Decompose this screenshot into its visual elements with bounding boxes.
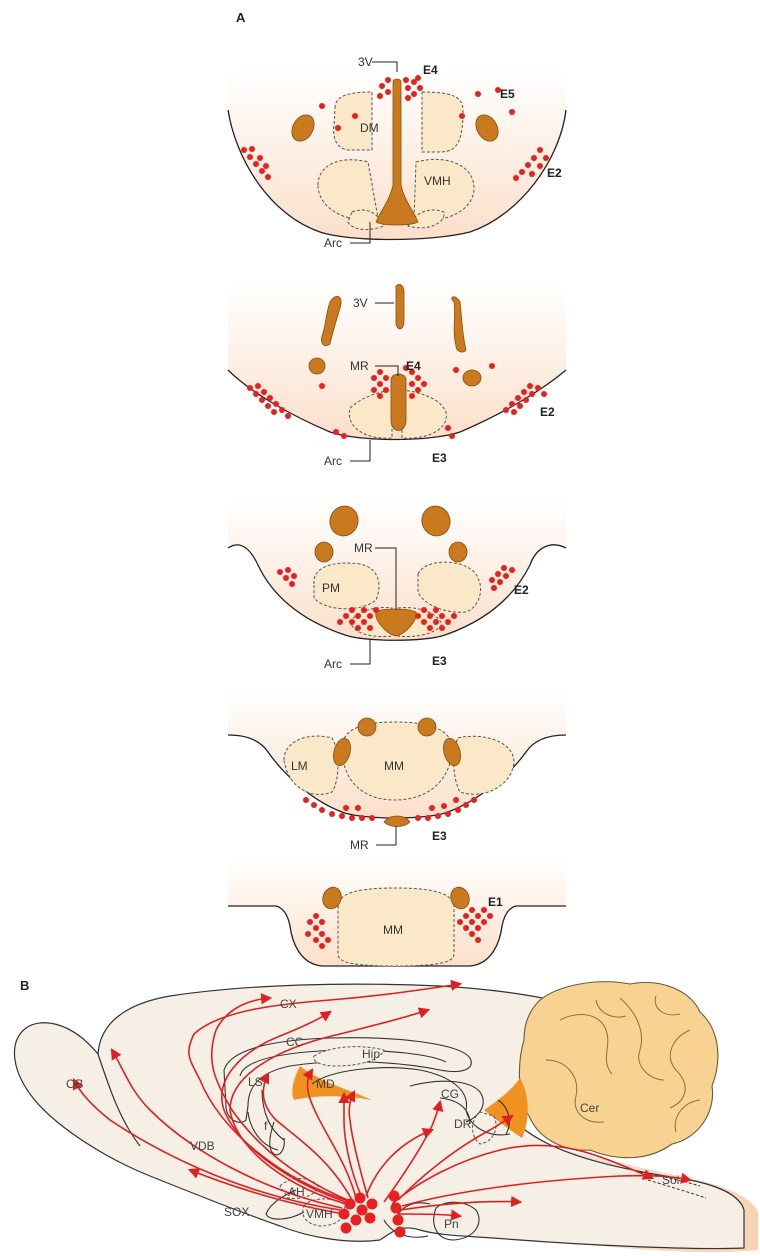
- label-mr: MR: [350, 359, 369, 373]
- vessel: [309, 358, 325, 374]
- label-e2: E2: [540, 405, 555, 419]
- label-dm: DM: [360, 121, 379, 135]
- label-e2: E2: [547, 166, 562, 180]
- label-e3: E3: [432, 654, 447, 668]
- label-mm: MM: [384, 759, 404, 773]
- label-hip: Hip: [362, 1047, 380, 1061]
- label-e3: E3: [432, 451, 447, 465]
- label-mr: MR: [354, 541, 373, 555]
- label-vdb: VDB: [190, 1139, 215, 1153]
- label-vmh: VMH: [424, 174, 451, 188]
- panel-b-letter: B: [20, 978, 29, 993]
- label-cc: CC: [286, 1035, 304, 1049]
- label-vmh: VMH: [306, 1207, 333, 1221]
- label-arc: Arc: [324, 236, 342, 250]
- label-e5: E5: [500, 87, 515, 101]
- label-mr: MR: [350, 838, 369, 852]
- third-ventricle: [396, 284, 404, 329]
- label-e2: E2: [514, 583, 529, 597]
- section-2: 3V MR E4 E2 Arc E3: [228, 284, 566, 468]
- label-cg: CG: [441, 1087, 459, 1101]
- label-sox: SOX: [224, 1205, 249, 1219]
- label-ah: AH: [288, 1185, 305, 1199]
- vessel: [315, 542, 333, 562]
- label-pm: PM: [322, 581, 340, 595]
- vessel: [418, 718, 436, 736]
- label-ls: LS: [248, 1075, 263, 1089]
- label-e4: E4: [406, 359, 421, 373]
- cerebellum: [519, 982, 717, 1158]
- label-sol: Sol: [662, 1173, 679, 1187]
- label-e4: E4: [423, 63, 438, 77]
- label-arc: Arc: [324, 657, 342, 671]
- section-3: MR PM E2 Arc E3: [228, 500, 566, 671]
- label-dr: DR: [454, 1117, 472, 1131]
- label-mm: MM: [383, 923, 403, 937]
- label-3v: 3V: [358, 55, 373, 69]
- vessel: [463, 370, 481, 386]
- section-4: LM MM E3 MR: [228, 690, 566, 852]
- section-5: E1 MM: [228, 860, 566, 966]
- label-pn: Pn: [444, 1217, 459, 1231]
- label-md: MD: [316, 1077, 335, 1091]
- label-cer: Cer: [580, 1101, 599, 1115]
- label-e1: E1: [488, 895, 503, 909]
- third-ventricle: [391, 374, 406, 431]
- vessel: [358, 718, 376, 736]
- vessel: [449, 542, 467, 562]
- section-1: 3V E4 E5 DM VMH E2 Arc: [228, 55, 566, 250]
- label-e3: E3: [432, 829, 447, 843]
- panel-a-letter: A: [236, 10, 246, 25]
- label-cx: CX: [280, 997, 297, 1011]
- label-arc: Arc: [324, 454, 342, 468]
- label-3v: 3V: [353, 296, 368, 310]
- label-lm: LM: [291, 759, 308, 773]
- label-ob: OB: [66, 1077, 83, 1091]
